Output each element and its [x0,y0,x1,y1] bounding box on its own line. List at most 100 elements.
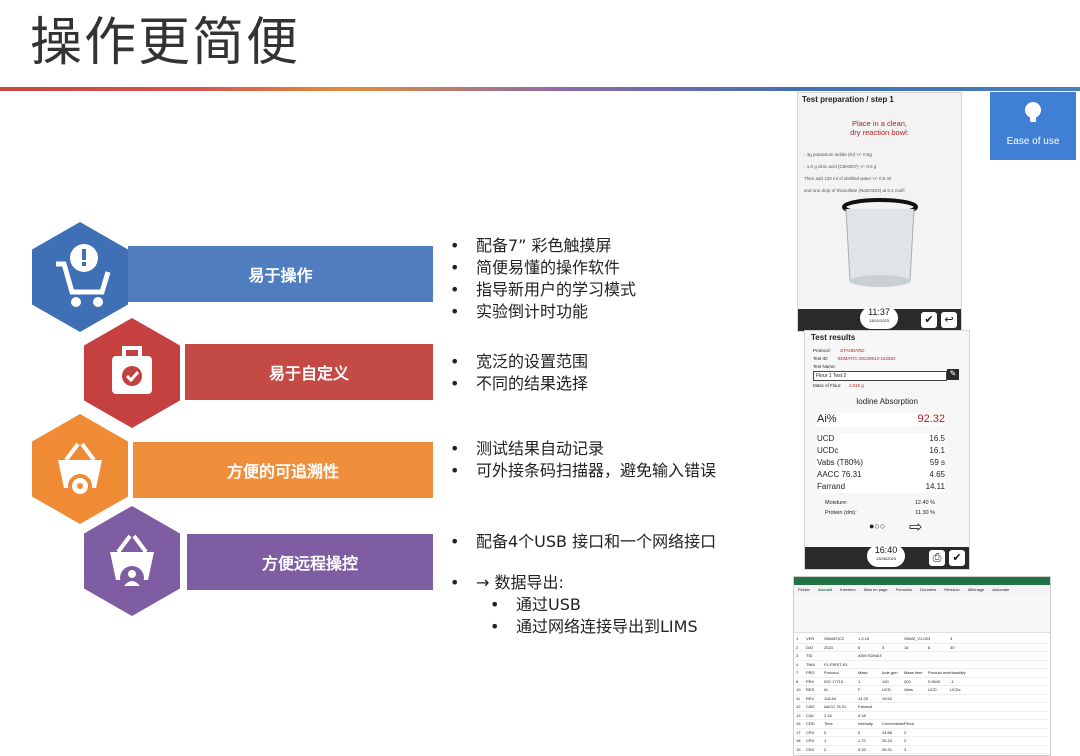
sheet-cell[interactable] [950,661,970,669]
sheet-cell[interactable]: 2 [796,644,799,650]
ribbon-tab[interactable]: Mise en page [863,587,888,592]
sheet-cell[interactable]: Piece [904,721,915,726]
sheet-cell[interactable]: ASM SDMATIC-20230603-180630 [858,653,882,658]
sheet-cell[interactable]: 15 [796,721,801,726]
sheet-cell[interactable]: 3 [882,644,885,650]
sheet-cell[interactable]: 13 [796,712,801,718]
sheet-cell[interactable]: 1 [796,636,799,641]
sheet-cell[interactable] [928,720,950,728]
sheet-cell[interactable] [928,652,950,660]
sheet-cell[interactable]: 3 [796,653,799,658]
sheet-cell[interactable] [950,652,970,660]
sheet-cell[interactable]: VER [806,636,815,641]
sheet-cell[interactable]: REV [806,695,815,701]
sheet-cell[interactable]: 35.24 [882,738,893,743]
sheet-cell[interactable]: 100 [882,678,889,684]
sheet-cell[interactable]: AACC 76.31 [824,704,847,709]
back-icon[interactable]: ↩ [941,312,957,328]
sheet-cell[interactable]: UCD [882,687,891,692]
sheet-cell[interactable]: 3 [928,636,931,641]
sheet-cell[interactable]: 1.72 [858,738,866,743]
sheet-cell[interactable]: Concentration [882,721,904,726]
sheet-cell[interactable]: TNM [806,661,815,667]
sheet-cell[interactable] [950,720,970,728]
sheet-cell[interactable]: 7 [796,670,799,675]
ribbon-tab[interactable]: Automate [992,587,1010,592]
sheet-cell[interactable]: DAT [806,644,814,650]
sheet-cell[interactable] [928,746,950,754]
sheet-cell[interactable] [882,712,904,720]
test-name-input[interactable]: Flour 1 Test 2 [813,371,947,381]
sheet-cell[interactable]: 4 [796,661,799,667]
sheet-cell[interactable] [950,695,970,703]
ribbon-tab[interactable]: Formules [895,587,913,592]
sheet-cell[interactable] [904,695,928,703]
ribbon-tab[interactable]: Données [920,587,937,592]
sheet-cell[interactable]: Mass [858,670,868,675]
sheet-cell[interactable]: 2 [904,738,907,743]
sheet-cell[interactable]: 35.31 [882,746,893,752]
sheet-cell[interactable]: Product max [928,670,950,675]
sheet-cell[interactable]: Intensity [858,721,873,726]
sheet-cell[interactable] [950,729,970,737]
sheet-cell[interactable]: 200 [904,678,911,684]
sheet-cell[interactable] [928,661,950,669]
sheet-cell[interactable]: 9.18 [858,712,866,718]
sheet-cell[interactable] [824,652,858,660]
sheet-cell[interactable] [928,729,950,737]
sheet-cell[interactable] [928,703,950,711]
sheet-cell[interactable]: CRV [806,738,815,743]
sheet-cell[interactable]: Meas time [904,670,923,675]
sheet-cell[interactable]: 3 [904,746,907,752]
sheet-cell[interactable]: CAD [806,704,815,709]
check-icon[interactable]: ✔ [921,312,937,328]
sheet-cell[interactable]: 1.0.16 [858,636,870,641]
printer-icon[interactable]: ⎙ [929,550,945,566]
sheet-cell[interactable]: 18 [796,738,801,743]
sheet-cell[interactable]: TID [806,653,813,658]
sheet-cell[interactable] [950,712,970,720]
sheet-cell[interactable]: 2.16 [824,712,832,718]
sheet-cell[interactable]: Vabs [904,687,913,692]
sheet-cell[interactable]: Iode gen [882,670,898,675]
sheet-cell[interactable] [928,695,950,703]
sheet-cell[interactable]: CAV [806,712,814,718]
sheet-cell[interactable]: 0.9640 [928,678,941,684]
sheet-cell[interactable] [928,712,950,720]
sheet-cell[interactable]: F [858,687,861,692]
ribbon-tab[interactable]: Accueil [818,587,833,592]
pagination-dots[interactable]: ●○○ [869,521,886,531]
sheet-cell[interactable]: 3 [950,636,953,641]
sheet-cell[interactable]: 1 [858,678,861,684]
sheet-cell[interactable]: SDM2_V1.00 [904,636,928,641]
sheet-cell[interactable]: -1 [950,678,954,684]
sheet-cell[interactable]: Farrand [858,704,873,709]
sheet-cell[interactable] [882,703,904,711]
sheet-cell[interactable]: 2 [824,746,827,752]
ribbon-tab[interactable]: Révision [944,587,960,592]
ribbon-tab[interactable]: Fichier [798,587,811,592]
sheet-cell[interactable] [882,652,904,660]
edit-icon[interactable]: ✎ [947,369,959,380]
sheet-cell[interactable] [950,746,970,754]
sheet-cell[interactable]: SDMATIC2 [824,636,844,641]
sheet-cell[interactable]: CRV [806,746,815,752]
check-icon[interactable]: ✔ [949,550,965,566]
sheet-cell[interactable] [950,703,970,711]
sheet-cell[interactable]: CRV [806,729,815,735]
sheet-cell[interactable]: UCDc [950,687,961,692]
sheet-cell[interactable] [882,661,904,669]
sheet-cell[interactable]: PRO [806,670,815,675]
sheet-cell[interactable]: 30 [950,644,955,650]
sheet-cell[interactable]: 10 [796,687,801,692]
sheet-cell[interactable] [858,661,882,669]
sheet-cell[interactable]: 118.84 [824,695,836,701]
sheet-cell[interactable]: Humidity [950,670,966,675]
sheet-cell[interactable]: Ai [824,687,828,692]
sheet-cell[interactable]: 6 [928,644,931,650]
sheet-cell[interactable]: 2023 [824,644,833,650]
sheet-cell[interactable]: UCD [928,687,937,692]
sheet-cell[interactable]: 0 [824,729,827,735]
sheet-cell[interactable]: ISO 17715 [824,678,844,684]
sheet-cell[interactable]: 12 [796,704,801,709]
